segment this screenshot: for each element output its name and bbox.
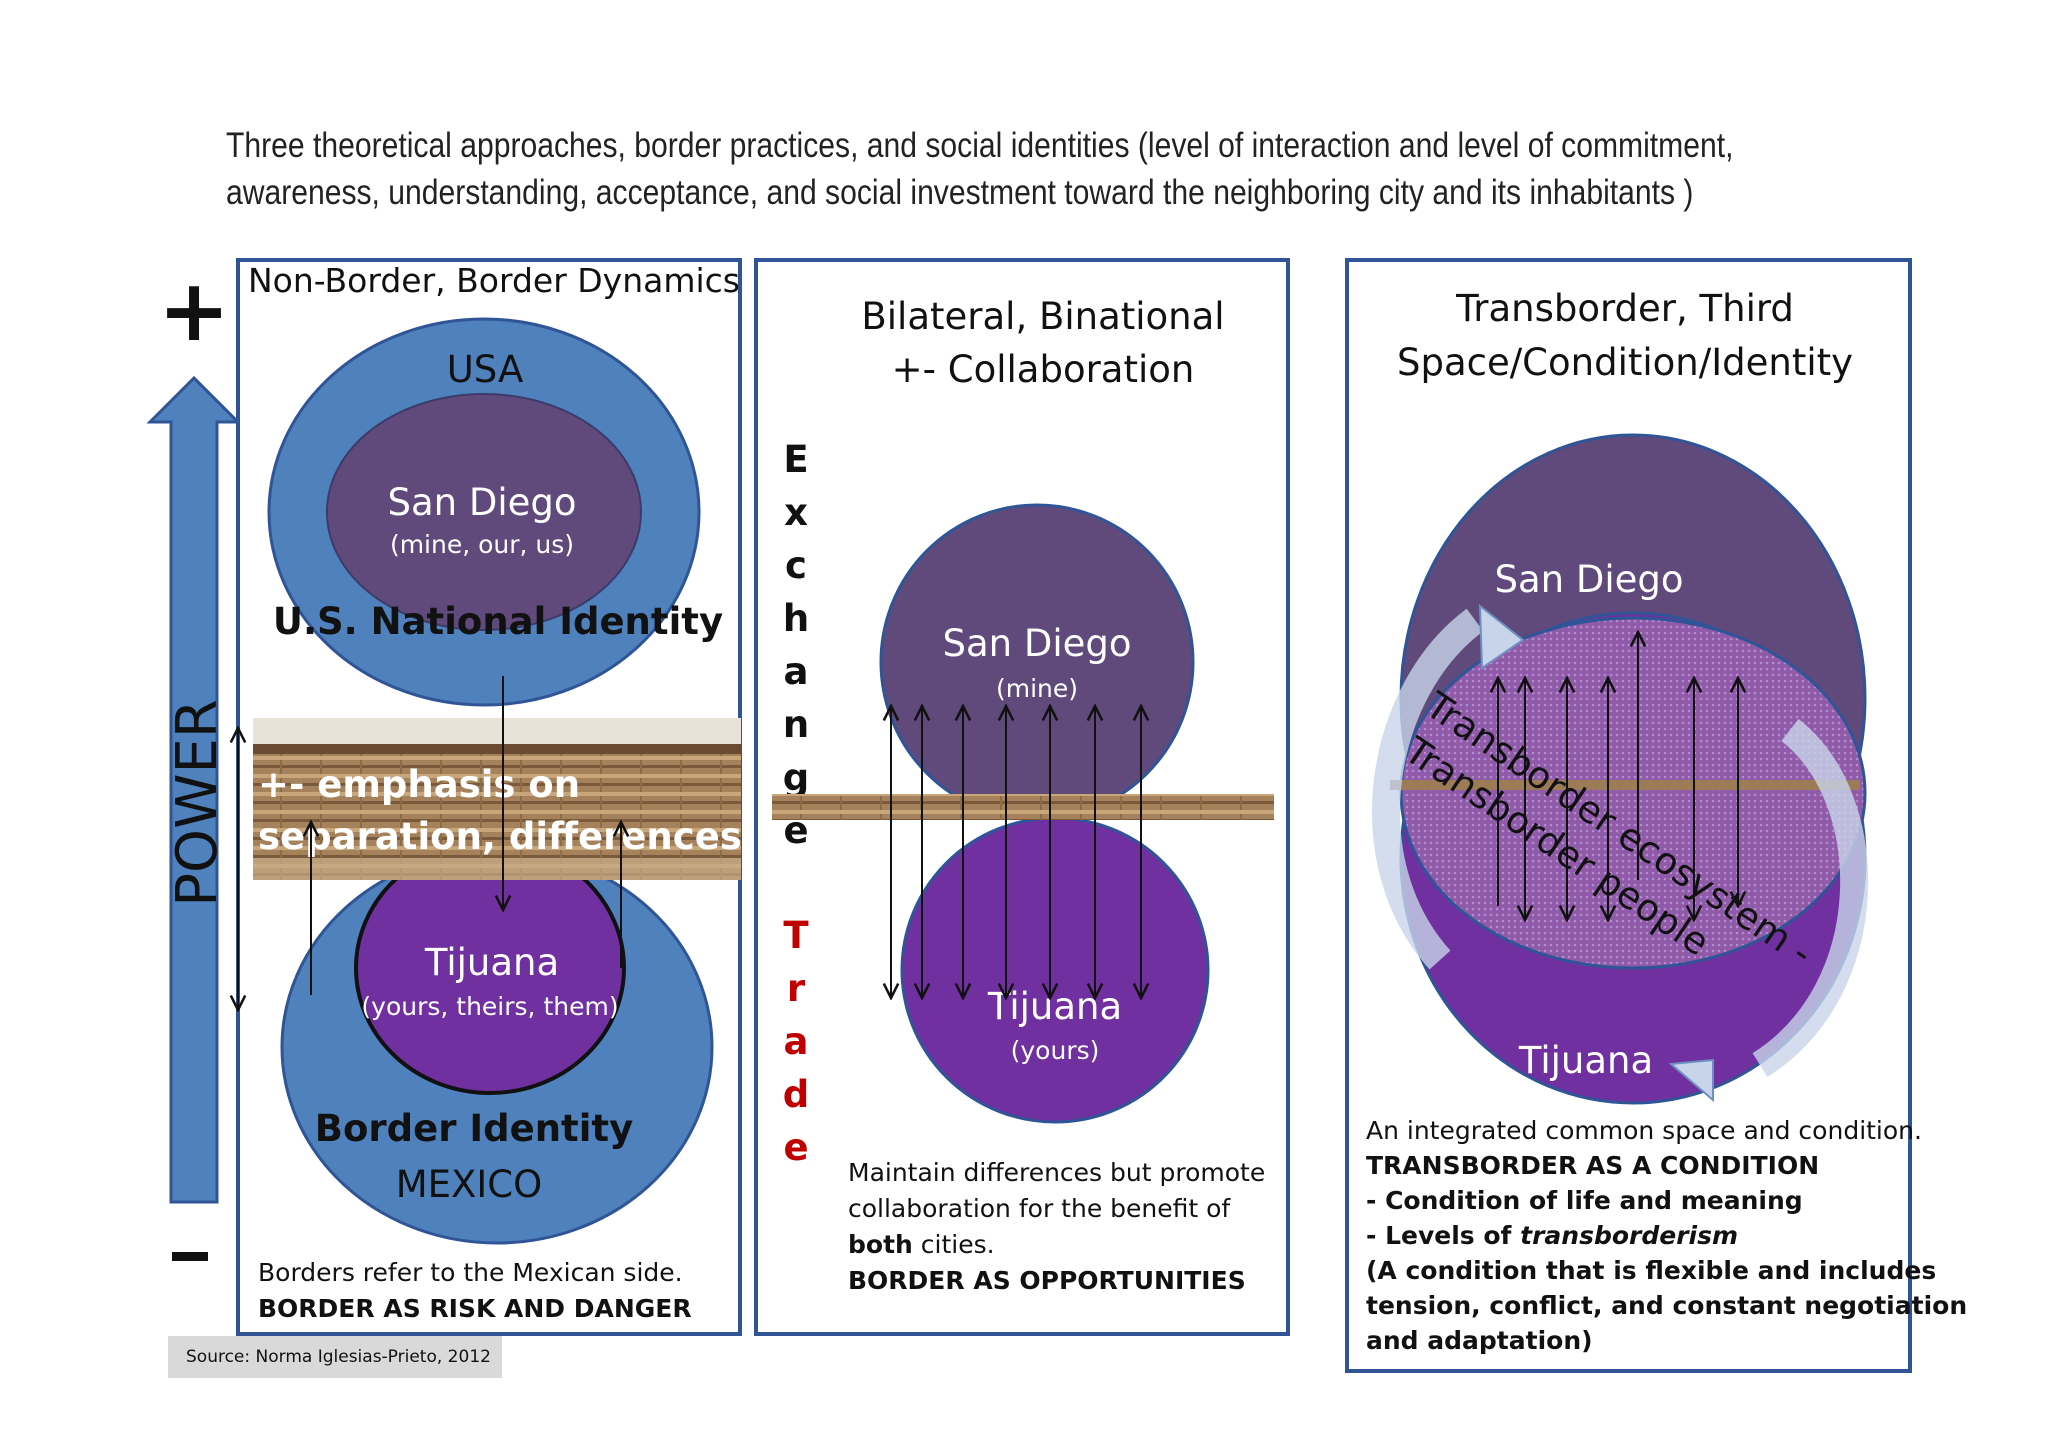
tijuana-sublabel: (yours, theirs, them) — [361, 992, 618, 1021]
panel-3-heading-2: Space/Condition/Identity — [1397, 341, 1853, 384]
panel-3-heading-1: Transborder, Third — [1455, 287, 1794, 330]
source-caption: Source: Norma Iglesias-Prieto, 2012 — [168, 1336, 502, 1378]
panel-1-desc-2: BORDER AS RISK AND DANGER — [258, 1294, 692, 1323]
panel-bilateral: Bilateral, Binational +- Collaboration E… — [754, 258, 1290, 1336]
panel-3-desc-1: An integrated common space and condition… — [1366, 1116, 1922, 1145]
exchange-letter-6: g — [783, 756, 810, 799]
border-fence-photo — [253, 718, 741, 880]
emphasis-line-1: +- emphasis on — [258, 763, 580, 806]
border-fence-3 — [1390, 780, 1860, 790]
tijuana-sublabel-2: (yours) — [1011, 1036, 1100, 1065]
exchange-letter-0: E — [783, 438, 808, 481]
plus-sign: + — [158, 261, 230, 361]
san-diego-label: San Diego — [387, 481, 576, 524]
power-arrow — [146, 375, 242, 1204]
panel-1-arrows — [238, 676, 621, 1010]
panel-2-desc-3: both cities. — [848, 1230, 995, 1259]
panel-non-border: Non-Border, Border Dynamics USA San Dieg… — [238, 258, 742, 1336]
border-identity-label: Border Identity — [315, 1107, 633, 1150]
panel-2-heading-1: Bilateral, Binational — [861, 295, 1224, 338]
panel-1-heading: Non-Border, Border Dynamics — [248, 261, 740, 300]
panel-3-desc-6: tension, conflict, and constant negotiat… — [1366, 1291, 1968, 1320]
cycle-arrowhead-bottom — [1668, 1058, 1714, 1103]
panel-3-description: An integrated common space and condition… — [1366, 1113, 1967, 1358]
panel-3-desc-3: - Condition of life and meaning — [1366, 1186, 1803, 1215]
panel-2-arrows — [891, 706, 1141, 998]
panel-2-heading-2: +- Collaboration — [892, 348, 1195, 391]
cycle-arrow-right — [1752, 718, 1869, 1077]
exchange-letter-2: c — [785, 544, 807, 587]
minus-sign — [172, 1252, 208, 1261]
san-diego-label-3: San Diego — [1494, 558, 1683, 601]
trade-letter-0: T — [783, 914, 809, 957]
usa-label: USA — [447, 348, 524, 391]
panel-2-desc-2: collaboration for the benefit of — [848, 1194, 1231, 1223]
cycle-arrowhead-top — [1478, 603, 1525, 670]
border-fence-2 — [772, 794, 1274, 820]
panel-3-desc-2: TRANSBORDER AS A CONDITION — [1366, 1151, 1820, 1180]
cycle-arrow-left — [1372, 608, 1484, 970]
panel-3-desc-7: and adaptation) — [1366, 1326, 1593, 1355]
tijuana-label-3: Tijuana — [1518, 1039, 1653, 1082]
panel-3-arrows — [1498, 632, 1738, 920]
exchange-letter-5: n — [783, 703, 809, 746]
trade-letter-2: a — [784, 1020, 809, 1063]
power-axis: + POWER — [146, 261, 242, 1261]
tijuana-label-2: Tijuana — [987, 985, 1122, 1028]
san-diego-circle — [326, 393, 642, 631]
tijuana-circle-2 — [900, 816, 1210, 1124]
san-diego-sublabel: (mine, our, us) — [390, 530, 574, 559]
national-identity-label: U.S. National Identity — [273, 600, 723, 643]
power-label: POWER — [165, 699, 230, 907]
trade-letter-3: d — [783, 1073, 810, 1116]
exchange-letter-4: a — [784, 650, 809, 693]
exchange-letter-1: x — [784, 491, 808, 534]
title-line-1: Three theoretical approaches, border pra… — [226, 126, 1734, 165]
panel-1-desc-1: Borders refer to the Mexican side. — [258, 1258, 683, 1287]
panel-2-desc-1: Maintain differences but promote — [848, 1158, 1265, 1187]
san-diego-sublabel-2: (mine) — [996, 674, 1078, 703]
tijuana-label: Tijuana — [424, 941, 559, 984]
san-diego-label-2: San Diego — [942, 622, 1131, 665]
panel-transborder: Transborder, Third Space/Condition/Ident… — [1345, 258, 1912, 1373]
panel-2-desc-4: BORDER AS OPPORTUNITIES — [848, 1266, 1246, 1295]
exchange-letter-3: h — [783, 597, 809, 640]
trade-letter-1: r — [787, 967, 806, 1010]
title-line-2: awareness, understanding, acceptance, an… — [226, 173, 1694, 212]
panel-3-desc-5: (A condition that is flexible and includ… — [1366, 1256, 1937, 1285]
emphasis-line-2: separation, differences — [258, 815, 742, 858]
mexico-label: MEXICO — [396, 1163, 543, 1206]
trade-letter-4: e — [783, 1126, 808, 1169]
panel-3-desc-4: - Levels of transborderism — [1366, 1221, 1739, 1250]
